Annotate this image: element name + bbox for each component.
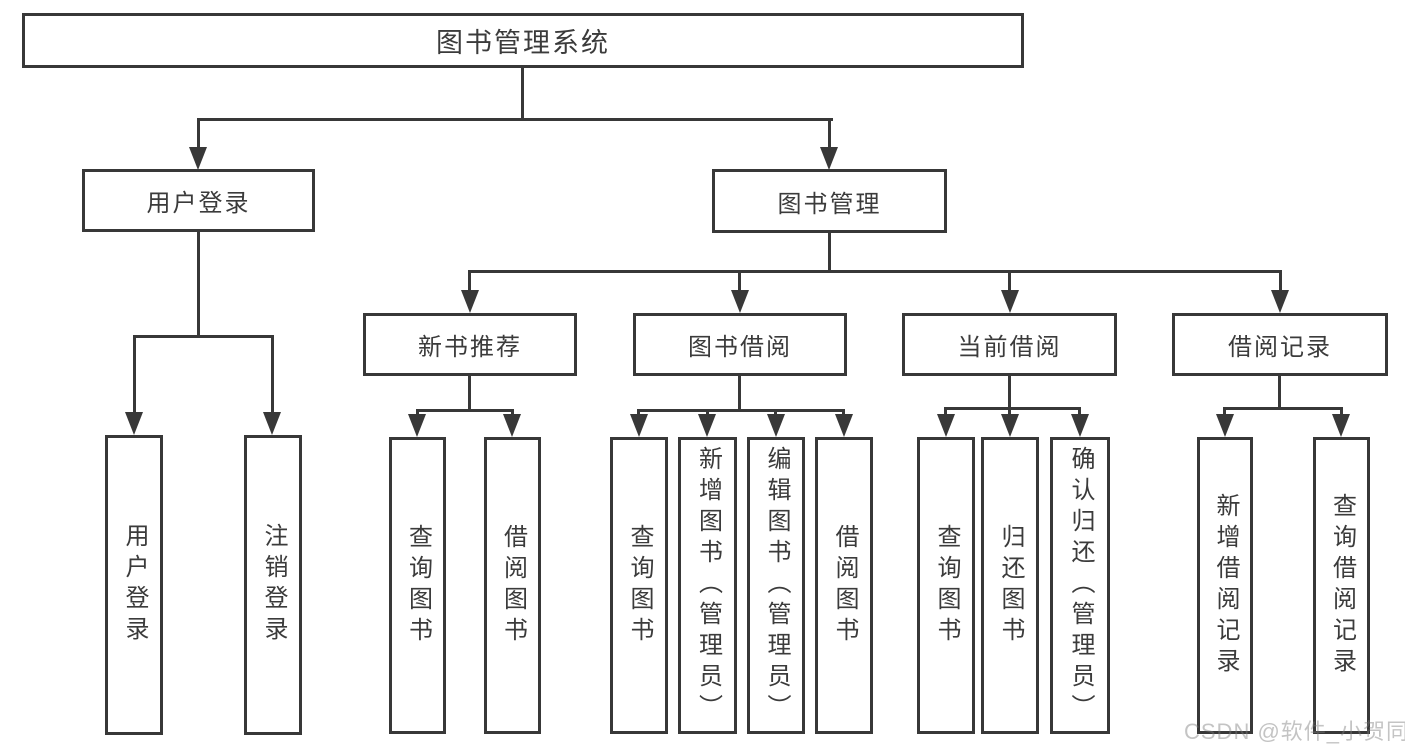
leaf-return-books: 归还图书 bbox=[981, 437, 1039, 734]
arrow-down-icon bbox=[1001, 290, 1019, 313]
connector-line bbox=[1223, 407, 1226, 419]
node-library-system: 图书管理系统 bbox=[22, 13, 1024, 68]
leaf-user-login: 用户登录 bbox=[105, 435, 163, 735]
node-book-management: 图书管理 bbox=[712, 169, 947, 233]
arrow-down-icon bbox=[1271, 290, 1289, 313]
arrow-down-icon bbox=[835, 414, 853, 437]
leaf-query-books-newbook: 查询图书 bbox=[389, 437, 446, 734]
leaf-add-borrow-record: 新增借阅记录 bbox=[1197, 437, 1253, 734]
connector-line bbox=[738, 270, 741, 293]
node-user-login: 用户登录 bbox=[82, 169, 315, 232]
arrow-down-icon bbox=[263, 412, 281, 435]
node-borrow-records: 借阅记录 bbox=[1172, 313, 1388, 376]
arrow-down-icon bbox=[1001, 414, 1019, 437]
connector-line bbox=[1340, 407, 1343, 419]
leaf-add-book-admin: 新增图书（管理员） bbox=[678, 437, 737, 734]
leaf-borrow-books-newbook: 借阅图书 bbox=[484, 437, 541, 734]
connector-line bbox=[521, 68, 524, 118]
arrow-down-icon bbox=[630, 414, 648, 437]
arrow-down-icon bbox=[1216, 414, 1234, 437]
arrow-down-icon bbox=[1332, 414, 1350, 437]
connector-line bbox=[944, 407, 1081, 410]
arrow-down-icon bbox=[1071, 414, 1089, 437]
arrow-down-icon bbox=[767, 414, 785, 437]
leaf-query-borrow-record: 查询借阅记录 bbox=[1313, 437, 1370, 734]
arrow-down-icon bbox=[461, 290, 479, 313]
leaf-query-books-borrowing: 查询图书 bbox=[610, 437, 668, 734]
connector-line bbox=[1008, 270, 1011, 293]
arrow-down-icon bbox=[820, 147, 838, 170]
arrow-down-icon bbox=[937, 414, 955, 437]
arrow-down-icon bbox=[408, 414, 426, 437]
watermark: CSDN @软件_小贺同学 bbox=[1184, 719, 1405, 744]
arrow-down-icon bbox=[503, 414, 521, 437]
connector-line bbox=[1008, 376, 1011, 407]
connector-line bbox=[1278, 376, 1281, 407]
connector-line bbox=[468, 270, 471, 293]
connector-line bbox=[1078, 407, 1081, 419]
leaf-logout: 注销登录 bbox=[244, 435, 302, 735]
connector-line bbox=[133, 335, 274, 338]
arrow-down-icon bbox=[125, 412, 143, 435]
leaf-edit-book-admin: 编辑图书（管理员） bbox=[747, 437, 805, 734]
connector-line bbox=[197, 118, 200, 152]
connector-line bbox=[197, 118, 833, 121]
leaf-query-books-current: 查询图书 bbox=[917, 437, 975, 734]
connector-line bbox=[271, 335, 274, 415]
connector-line bbox=[738, 376, 741, 409]
node-new-book-recommend: 新书推荐 bbox=[363, 313, 577, 376]
connector-line bbox=[637, 409, 845, 412]
connector-line bbox=[828, 118, 831, 152]
arrow-down-icon bbox=[189, 147, 207, 170]
leaf-borrow-books-borrowing: 借阅图书 bbox=[815, 437, 873, 734]
connector-line bbox=[944, 407, 947, 419]
connector-line bbox=[1223, 407, 1343, 410]
arrow-down-icon bbox=[731, 290, 749, 313]
leaf-confirm-return-admin: 确认归还（管理员） bbox=[1050, 437, 1110, 734]
connector-line bbox=[197, 232, 200, 335]
arrow-down-icon bbox=[698, 414, 716, 437]
connector-line bbox=[1008, 407, 1011, 419]
connector-line bbox=[828, 233, 831, 270]
connector-line bbox=[468, 376, 471, 409]
connector-line bbox=[468, 270, 1282, 273]
connector-line bbox=[416, 409, 514, 412]
node-current-borrowing: 当前借阅 bbox=[902, 313, 1117, 376]
connector-line bbox=[133, 335, 136, 415]
node-book-borrowing: 图书借阅 bbox=[633, 313, 847, 376]
connector-line bbox=[1279, 270, 1282, 293]
